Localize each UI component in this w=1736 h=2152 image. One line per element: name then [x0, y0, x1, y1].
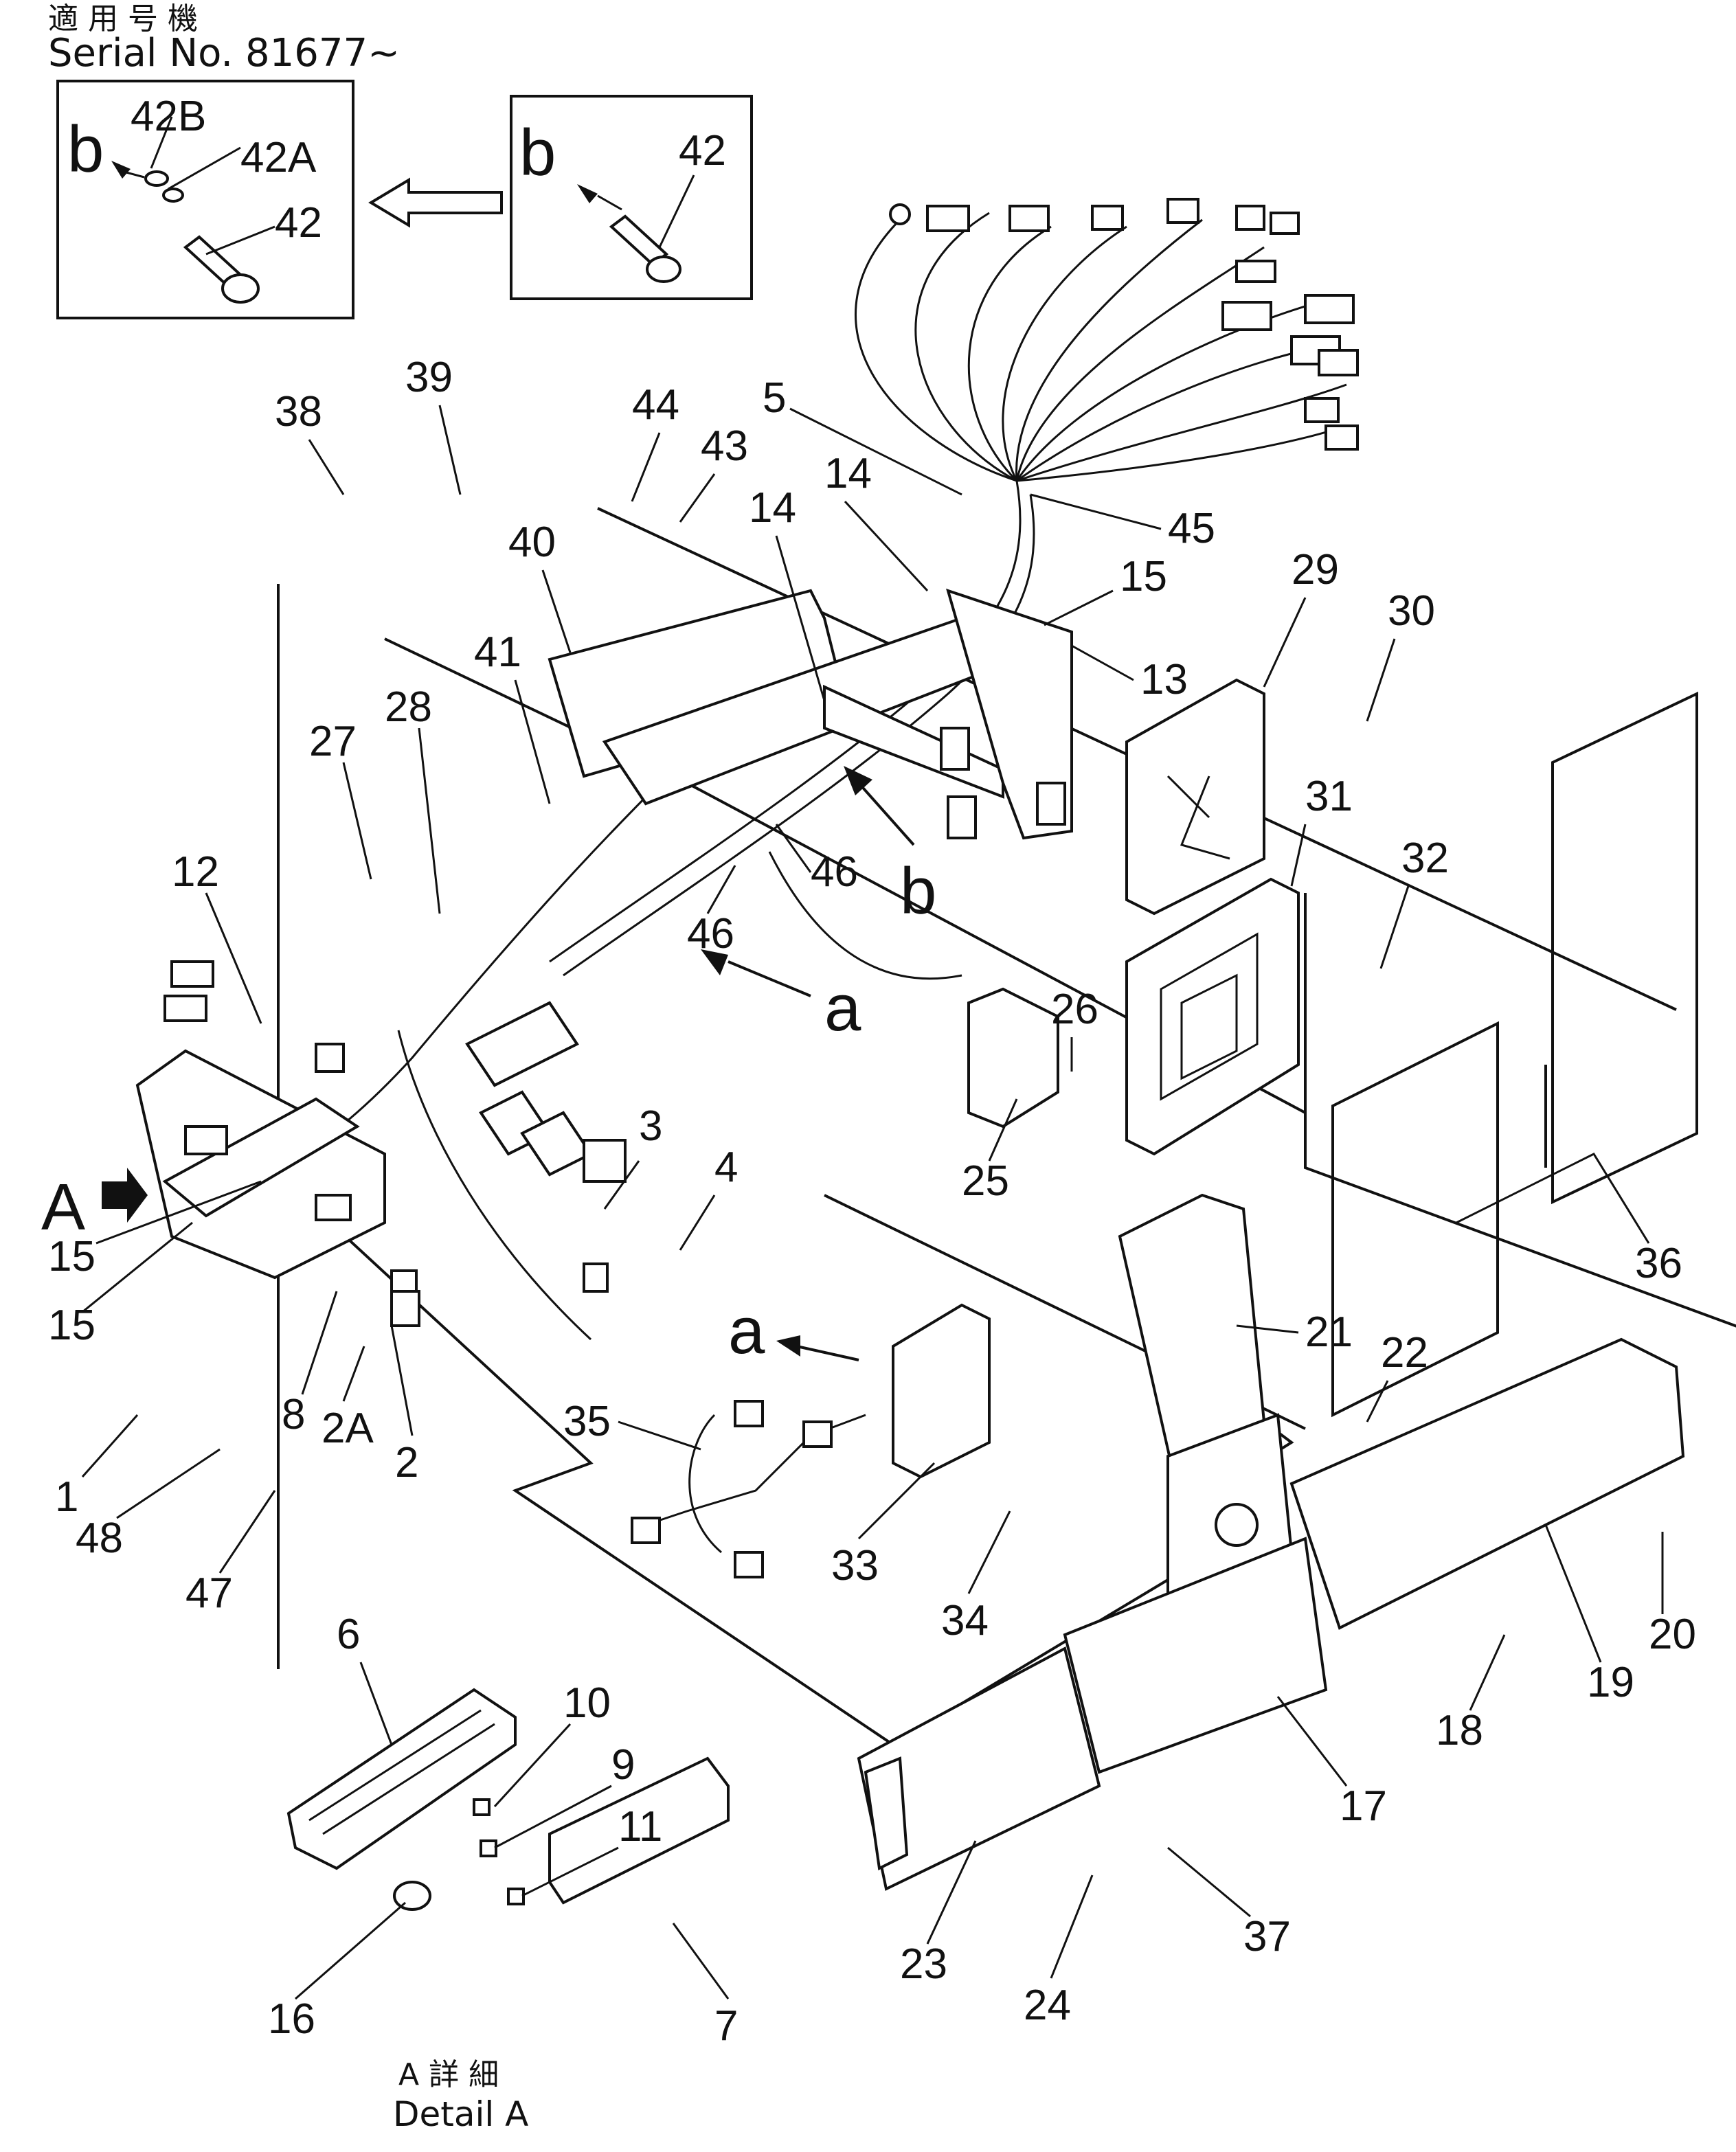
view-marker-a-upper: a: [701, 949, 861, 1045]
callout-33: 33: [831, 1542, 879, 1589]
callout-14b: 14: [749, 484, 796, 532]
callout-39: 39: [405, 354, 453, 401]
air-ducts: [857, 1193, 1685, 1891]
callout-10: 10: [563, 1679, 611, 1727]
callout-20: 20: [1649, 1611, 1696, 1658]
callout-37: 37: [1243, 1913, 1291, 1960]
callout-25: 25: [962, 1157, 1009, 1205]
callout-31: 31: [1305, 773, 1353, 820]
callout-15b: 15: [48, 1233, 95, 1280]
detail-b-new-letter: b: [67, 113, 104, 186]
detail-a-title-en: Detail A: [393, 2094, 528, 2134]
callout-42-new: 42: [275, 199, 322, 247]
callout-8: 8: [282, 1391, 305, 1438]
callout-15a: 15: [1120, 553, 1167, 600]
callout-6: 6: [337, 1611, 360, 1658]
callout-24: 24: [1024, 1982, 1071, 2029]
callout-30: 30: [1388, 587, 1435, 635]
callout-35: 35: [563, 1398, 611, 1445]
detail-b-new-box: b 42B 42A 42: [56, 80, 354, 319]
view-marker-A: A: [41, 1168, 148, 1244]
left-relay-cluster: [135, 960, 627, 1327]
view-marker-b: b: [844, 766, 936, 928]
callout-17: 17: [1340, 1782, 1387, 1830]
callout-42B: 42B: [131, 93, 206, 140]
callout-3: 3: [639, 1102, 662, 1150]
fuse-box-detail-a: [286, 1688, 730, 1911]
callouts: 1 2 2A 3 4 5 6 7 8 9 10 11 12 13 14 14 1…: [48, 354, 1696, 2050]
callout-19: 19: [1587, 1659, 1634, 1706]
callout-4: 4: [714, 1144, 738, 1191]
svg-text:a: a: [824, 971, 861, 1045]
callout-43: 43: [701, 422, 748, 470]
callout-13: 13: [1140, 656, 1188, 703]
callout-28: 28: [385, 683, 432, 731]
callout-15c: 15: [48, 1302, 95, 1349]
controller-29: [1125, 678, 1265, 916]
callout-38: 38: [275, 388, 322, 435]
callout-21: 21: [1305, 1309, 1353, 1356]
callout-12: 12: [172, 848, 219, 896]
callout-7: 7: [714, 2002, 738, 2050]
callout-42-old: 42: [679, 127, 726, 174]
main-bracket: [548, 588, 1073, 840]
callout-23: 23: [900, 1940, 947, 1988]
serial-number: Serial No. 81677~: [48, 31, 400, 76]
callout-46a: 46: [811, 848, 858, 896]
controller-33: [892, 1303, 991, 1479]
controller-31: [1125, 877, 1300, 1156]
callout-27: 27: [309, 718, 357, 765]
callout-22: 22: [1381, 1329, 1428, 1377]
callout-41: 41: [474, 628, 521, 676]
svg-text:b: b: [900, 854, 936, 928]
detail-b-old-letter: b: [519, 116, 556, 190]
callout-40: 40: [508, 519, 556, 566]
callout-2: 2: [395, 1439, 418, 1486]
callout-14a: 14: [824, 450, 872, 497]
label-sheets: [1331, 691, 1698, 1418]
callout-32: 32: [1401, 835, 1449, 882]
callout-29: 29: [1292, 546, 1339, 593]
callout-45: 45: [1168, 505, 1215, 552]
detail-a-title-jp: A 詳 細: [398, 2057, 499, 2092]
view-marker-a-lower: a: [728, 1294, 859, 1368]
harness-connectors: [889, 198, 1359, 451]
callout-9: 9: [611, 1741, 635, 1789]
callout-16: 16: [268, 1995, 315, 2043]
callout-26: 26: [1051, 986, 1098, 1033]
svg-text:a: a: [728, 1294, 765, 1368]
callout-47: 47: [185, 1570, 233, 1617]
harness-35: [631, 1400, 866, 1578]
callout-42A: 42A: [240, 134, 317, 181]
callout-18: 18: [1436, 1707, 1483, 1754]
callout-44: 44: [632, 381, 679, 429]
applicable-serial-label: 適 用 号 機: [48, 1, 198, 36]
callout-34: 34: [941, 1597, 989, 1644]
callout-2A: 2A: [322, 1405, 374, 1452]
callout-5: 5: [763, 374, 786, 422]
callout-48: 48: [76, 1515, 123, 1562]
detail-b-old-box: b 42: [510, 95, 753, 300]
callout-36: 36: [1635, 1240, 1682, 1287]
svg-text:A: A: [41, 1170, 85, 1244]
direction-arrow: [368, 177, 503, 228]
controller-25: [967, 987, 1059, 1129]
callout-46b: 46: [687, 910, 734, 958]
callout-11: 11: [618, 1803, 662, 1850]
callout-1: 1: [55, 1473, 78, 1521]
